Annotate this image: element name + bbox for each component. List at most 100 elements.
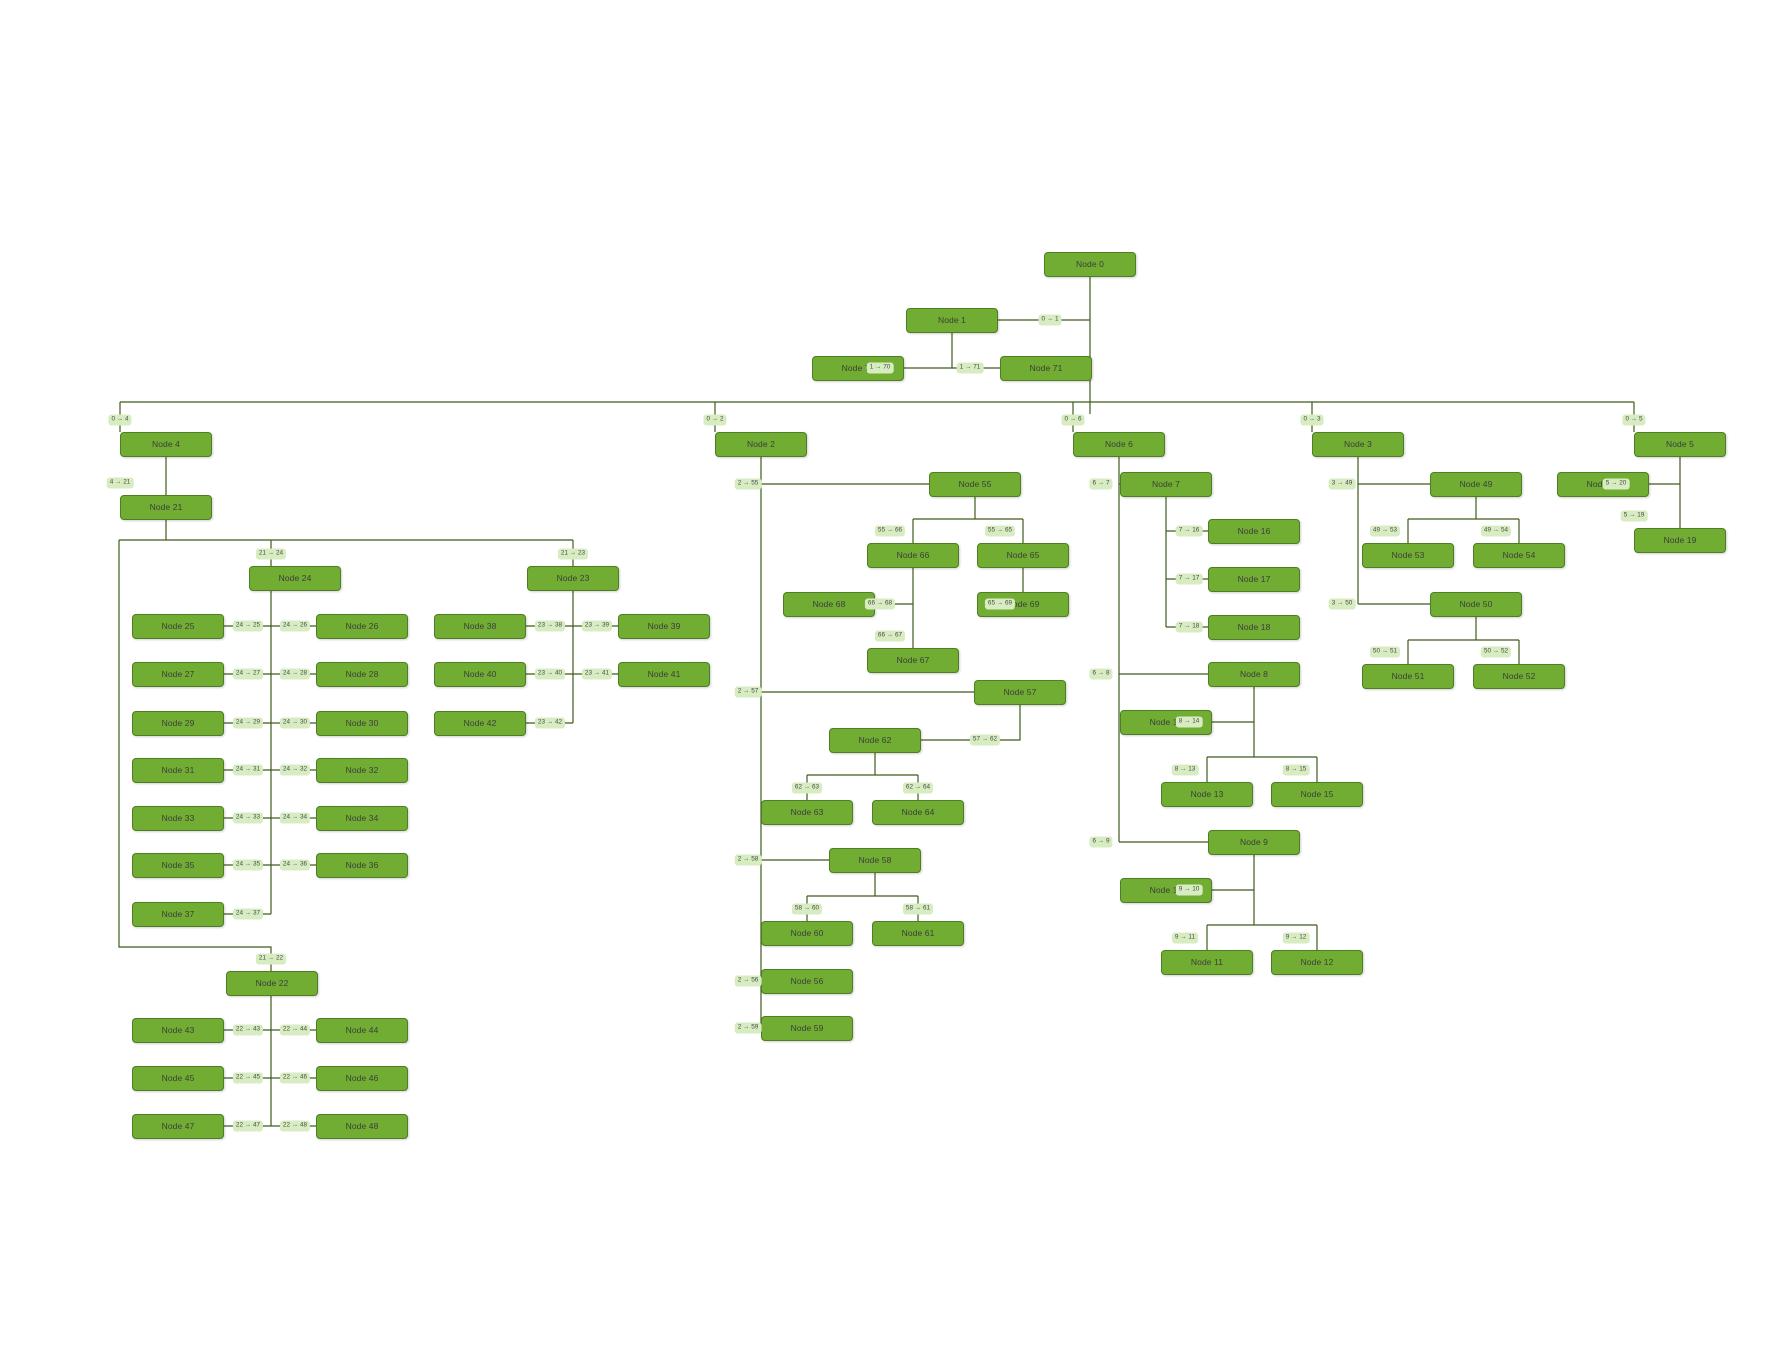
node-box-n43[interactable]: Node 43: [132, 1018, 224, 1043]
node-box-n52[interactable]: Node 52: [1473, 664, 1565, 689]
node-box-n37[interactable]: Node 37: [132, 902, 224, 927]
edge-label-n6-n9: 6 → 9: [1089, 836, 1113, 848]
node-box-n40[interactable]: Node 40: [434, 662, 526, 687]
node-box-n50[interactable]: Node 50: [1430, 592, 1522, 617]
edge-label-n55-n65: 55 → 65: [984, 525, 1016, 537]
node-box-n23[interactable]: Node 23: [527, 566, 619, 591]
node-box-n46[interactable]: Node 46: [316, 1066, 408, 1091]
edge-label-n50-n51: 50 → 51: [1369, 646, 1401, 658]
node-box-n67[interactable]: Node 67: [867, 648, 959, 673]
edge-label-n22-n45: 22 → 45: [232, 1072, 264, 1084]
node-box-n26[interactable]: Node 26: [316, 614, 408, 639]
node-box-n62[interactable]: Node 62: [829, 728, 921, 753]
node-box-n29[interactable]: Node 29: [132, 711, 224, 736]
edge-label-n0-n3: 0 → 3: [1300, 414, 1324, 426]
edge-label-n24-n37: 24 → 37: [232, 908, 264, 920]
edge-label-n24-n26: 24 → 26: [279, 620, 311, 632]
node-box-n8[interactable]: Node 8: [1208, 662, 1300, 687]
node-box-n9[interactable]: Node 9: [1208, 830, 1300, 855]
node-box-n39[interactable]: Node 39: [618, 614, 710, 639]
edge-label-n58-n61: 58 → 61: [902, 903, 934, 915]
node-box-n24[interactable]: Node 24: [249, 566, 341, 591]
node-box-n7[interactable]: Node 7: [1120, 472, 1212, 497]
node-box-n53[interactable]: Node 53: [1362, 543, 1454, 568]
node-box-n71[interactable]: Node 71: [1000, 356, 1092, 381]
edge-label-n22-n47: 22 → 47: [232, 1120, 264, 1132]
node-box-n48[interactable]: Node 48: [316, 1114, 408, 1139]
node-box-n0[interactable]: Node 0: [1044, 252, 1136, 277]
node-box-n51[interactable]: Node 51: [1362, 664, 1454, 689]
node-box-n27[interactable]: Node 27: [132, 662, 224, 687]
node-box-n36[interactable]: Node 36: [316, 853, 408, 878]
node-box-n35[interactable]: Node 35: [132, 853, 224, 878]
node-box-n3[interactable]: Node 3: [1312, 432, 1404, 457]
edge-label-n8-n15: 8 → 15: [1282, 764, 1310, 776]
edge-label-n24-n25: 24 → 25: [232, 620, 264, 632]
node-box-n2[interactable]: Node 2: [715, 432, 807, 457]
edge-label-n24-n30: 24 → 30: [279, 717, 311, 729]
node-box-n55[interactable]: Node 55: [929, 472, 1021, 497]
edge-label-n0-n1: 0 → 1: [1038, 314, 1062, 326]
node-box-n66[interactable]: Node 66: [867, 543, 959, 568]
edge-label-n8-n13: 8 → 13: [1171, 764, 1199, 776]
node-box-n38[interactable]: Node 38: [434, 614, 526, 639]
edge-label-n66-n67: 66 → 67: [874, 630, 906, 642]
node-box-n25[interactable]: Node 25: [132, 614, 224, 639]
node-box-n65[interactable]: Node 65: [977, 543, 1069, 568]
node-box-n61[interactable]: Node 61: [872, 921, 964, 946]
edge-label-n9-n11: 9 → 11: [1171, 932, 1199, 944]
node-box-n17[interactable]: Node 17: [1208, 567, 1300, 592]
edge-label-n62-n63: 62 → 63: [791, 782, 823, 794]
node-box-n57[interactable]: Node 57: [974, 680, 1066, 705]
node-box-n42[interactable]: Node 42: [434, 711, 526, 736]
node-box-n63[interactable]: Node 63: [761, 800, 853, 825]
node-box-n70[interactable]: Node 70: [812, 356, 904, 381]
node-box-n49[interactable]: Node 49: [1430, 472, 1522, 497]
node-box-n58[interactable]: Node 58: [829, 848, 921, 873]
node-box-n64[interactable]: Node 64: [872, 800, 964, 825]
node-box-n54[interactable]: Node 54: [1473, 543, 1565, 568]
node-box-n34[interactable]: Node 34: [316, 806, 408, 831]
node-box-n15[interactable]: Node 15: [1271, 782, 1363, 807]
node-box-n16[interactable]: Node 16: [1208, 519, 1300, 544]
edge-label-n2-n58: 2 → 58: [734, 854, 762, 866]
node-box-n31[interactable]: Node 31: [132, 758, 224, 783]
edge-label-n57-n62: 57 → 62: [969, 734, 1001, 746]
edge-label-n62-n64: 62 → 64: [902, 782, 934, 794]
edge-label-n24-n31: 24 → 31: [232, 764, 264, 776]
node-box-n41[interactable]: Node 41: [618, 662, 710, 687]
node-box-n60[interactable]: Node 60: [761, 921, 853, 946]
node-box-n13[interactable]: Node 13: [1161, 782, 1253, 807]
edge-label-n21-n24: 21 → 24: [255, 548, 287, 560]
edge-label-n49-n54: 49 → 54: [1480, 525, 1512, 537]
node-box-n45[interactable]: Node 45: [132, 1066, 224, 1091]
node-box-n4[interactable]: Node 4: [120, 432, 212, 457]
node-box-n12[interactable]: Node 12: [1271, 950, 1363, 975]
node-box-n6[interactable]: Node 6: [1073, 432, 1165, 457]
node-box-n47[interactable]: Node 47: [132, 1114, 224, 1139]
node-box-n44[interactable]: Node 44: [316, 1018, 408, 1043]
node-box-n28[interactable]: Node 28: [316, 662, 408, 687]
node-box-n5[interactable]: Node 5: [1634, 432, 1726, 457]
node-box-n22[interactable]: Node 22: [226, 971, 318, 996]
edge-label-n0-n5: 0 → 5: [1622, 414, 1646, 426]
edge-label-n24-n32: 24 → 32: [279, 764, 311, 776]
edge-label-n5-n20: 5 → 20: [1602, 478, 1630, 490]
node-box-n1[interactable]: Node 1: [906, 308, 998, 333]
edge-label-n24-n29: 24 → 29: [232, 717, 264, 729]
node-box-n18[interactable]: Node 18: [1208, 615, 1300, 640]
node-box-n19[interactable]: Node 19: [1634, 528, 1726, 553]
node-box-n33[interactable]: Node 33: [132, 806, 224, 831]
node-box-n32[interactable]: Node 32: [316, 758, 408, 783]
edge-label-n21-n23: 21 → 23: [557, 548, 589, 560]
node-box-n59[interactable]: Node 59: [761, 1016, 853, 1041]
node-box-n21[interactable]: Node 21: [120, 495, 212, 520]
node-box-n56[interactable]: Node 56: [761, 969, 853, 994]
edge-label-n24-n33: 24 → 33: [232, 812, 264, 824]
node-box-n11[interactable]: Node 11: [1161, 950, 1253, 975]
node-box-n30[interactable]: Node 30: [316, 711, 408, 736]
node-box-n68[interactable]: Node 68: [783, 592, 875, 617]
edge-label-n4-n21: 4 → 21: [106, 477, 134, 489]
edge-label-n22-n43: 22 → 43: [232, 1024, 264, 1036]
